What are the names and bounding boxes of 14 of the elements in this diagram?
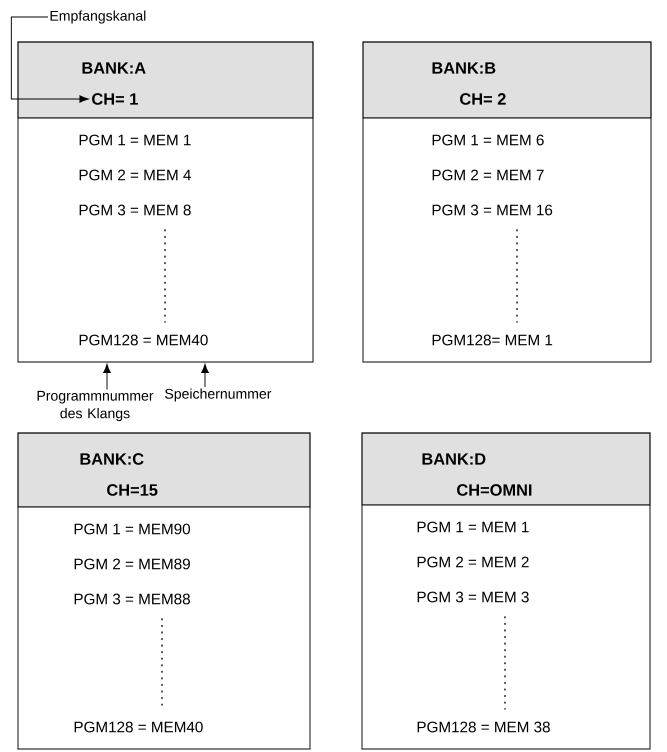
- program-table: PGM 1 = MEM 1 PGM 2 = MEM 2 PGM 3 = MEM 3 PGM128 = MEM 38: [362, 504, 650, 750]
- channel-label: CH=15: [107, 484, 158, 496]
- leader-line: [201, 364, 209, 388]
- callout-text: Speichernummer: [165, 388, 272, 402]
- callout-text: Programmnummer des Klangs: [38, 390, 154, 422]
- channel-label: CH=OMNI: [457, 484, 532, 496]
- callout-text: Empfangskanal: [50, 10, 146, 24]
- channel-label: CH= 1: [92, 93, 138, 105]
- program-table: PGM 1 = MEM90 PGM 2 = MEM89 PGM 3 = MEM88 PGM128 = MEM40: [18, 506, 310, 750]
- program-table: PGM 1 = MEM 1 PGM 2 = MEM 4 PGM 3 = MEM 8 PGM128 = MEM40: [18, 118, 314, 362]
- program-table: PGM 1 = MEM 6 PGM 2 = MEM 7 PGM 3 = MEM 16 PGM128= MEM 1: [362, 118, 652, 362]
- channel-label: CH= 2: [460, 93, 506, 105]
- leader-line: [103, 364, 111, 390]
- leader-line: [10, 16, 89, 103]
